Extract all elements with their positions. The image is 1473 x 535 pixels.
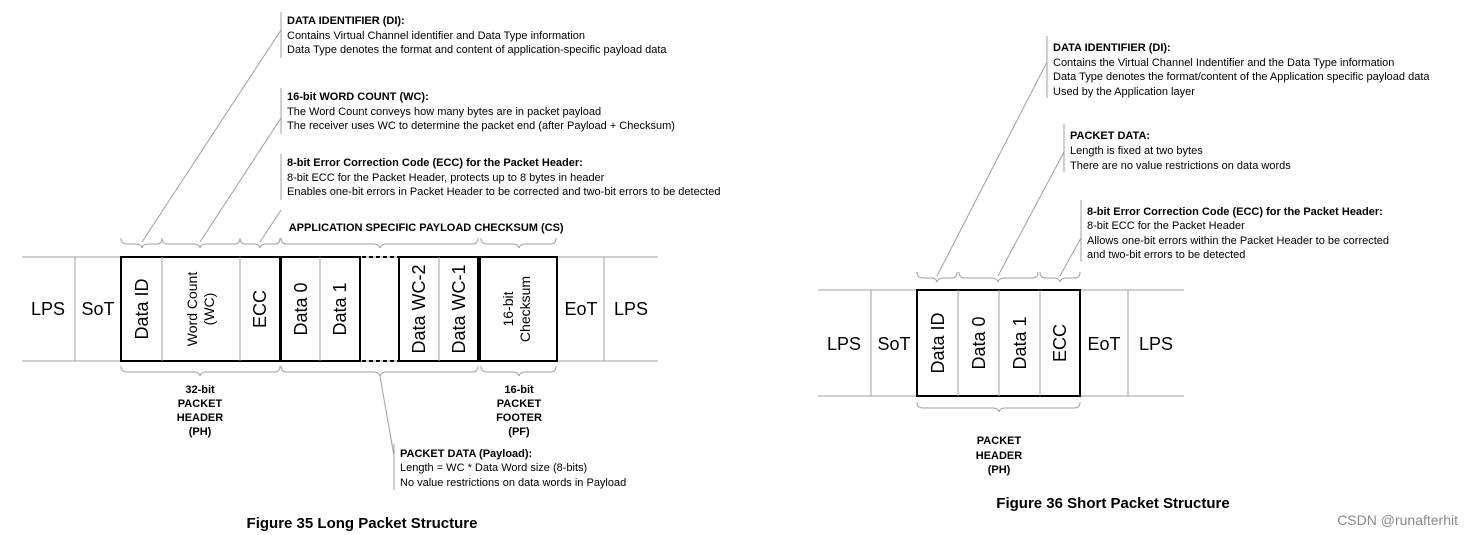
short-di-title: DATA IDENTIFIER (DI): — [1053, 42, 1171, 54]
short-di-leader — [936, 61, 1048, 277]
svg-text:Length is fixed at two bytes: Length is fixed at two bytes — [1070, 145, 1203, 157]
svg-text:Contains Virtual Channel ident: Contains Virtual Channel identifier and … — [287, 30, 585, 42]
short-pd-leader — [997, 151, 1065, 277]
svg-text:The Word Count conveys how man: The Word Count conveys how many bytes ar… — [287, 106, 601, 118]
svg-text:No value restrictions on data: No value restrictions on data words in P… — [400, 477, 626, 489]
long-di-title: DATA IDENTIFIER (DI): — [287, 15, 405, 27]
long-lps-right: LPS — [614, 299, 648, 319]
short-data0: Data 0 — [969, 316, 989, 369]
long-ecc: ECC — [250, 290, 270, 328]
long-packet-data-title: PACKET DATA (Payload): — [400, 448, 532, 460]
long-wc-leader — [199, 117, 282, 243]
svg-text:PACKET: PACKET — [497, 398, 542, 410]
short-sot: SoT — [877, 334, 910, 354]
svg-text:PACKET: PACKET — [178, 398, 223, 410]
short-packet: DATA IDENTIFIER (DI): Contains the Virtu… — [818, 36, 1430, 512]
long-wc-title: 16-bit WORD COUNT (WC): — [287, 91, 429, 103]
long-ecc-note: 8-bit Error Correction Code (ECC) for th… — [280, 154, 721, 200]
svg-text:Length = WC * Data Word size (: Length = WC * Data Word size (8-bits) — [400, 462, 587, 474]
long-di-note: DATA IDENTIFIER (DI): Contains Virtual C… — [280, 12, 667, 58]
long-packet-data-note: PACKET DATA (Payload): Length = WC * Dat… — [393, 444, 626, 490]
svg-text:HEADER: HEADER — [177, 412, 224, 424]
long-word-count: Word Count — [184, 272, 200, 347]
checksum-label: CHECKSUM (CS) — [474, 222, 564, 234]
svg-text:Contains the Virtual Channel I: Contains the Virtual Channel Indentifier… — [1053, 57, 1394, 69]
svg-text:There are no value restriction: There are no value restrictions on data … — [1070, 160, 1291, 172]
long-sot: SoT — [81, 299, 114, 319]
svg-text:Enables one-bit errors in Pack: Enables one-bit errors in Packet Header … — [287, 186, 721, 198]
short-eot: EoT — [1087, 334, 1120, 354]
long-lps-left: LPS — [31, 299, 65, 319]
svg-text:32-bit: 32-bit — [185, 384, 215, 396]
long-caption: Figure 35 Long Packet Structure — [247, 515, 478, 532]
short-ecc: ECC — [1050, 324, 1070, 362]
long-checksum: Checksum — [517, 276, 533, 342]
short-ecc-leader — [1059, 237, 1082, 277]
long-packet: DATA IDENTIFIER (DI): Contains Virtual C… — [22, 12, 721, 532]
svg-text:(PH): (PH) — [988, 464, 1011, 476]
svg-text:Data Type denotes the format a: Data Type denotes the format and content… — [287, 44, 667, 56]
short-ecc-note: 8-bit Error Correction Code (ECC) for th… — [1080, 200, 1389, 262]
long-wc-note: 16-bit WORD COUNT (WC): The Word Count c… — [280, 88, 675, 134]
payload-label: APPLICATION SPECIFIC PAYLOAD — [289, 222, 472, 234]
svg-text:8-bit ECC for the Packet Heade: 8-bit ECC for the Packet Header — [1087, 220, 1245, 232]
short-lps-left: LPS — [827, 334, 861, 354]
svg-text:(PF): (PF) — [508, 426, 530, 438]
short-data-id: Data ID — [928, 312, 948, 373]
svg-text:Data Type denotes the format/c: Data Type denotes the format/content of … — [1053, 71, 1430, 83]
svg-text:(PH): (PH) — [189, 426, 212, 438]
long-data-wc1: Data WC-1 — [449, 264, 469, 353]
long-data1: Data 1 — [330, 282, 350, 335]
svg-text:PACKET: PACKET — [977, 435, 1022, 447]
svg-text:The receiver uses WC to determ: The receiver uses WC to determine the pa… — [287, 120, 675, 132]
svg-text:8-bit ECC for the Packet Heade: 8-bit ECC for the Packet Header, protect… — [287, 172, 605, 184]
short-di-note: DATA IDENTIFIER (DI): Contains the Virtu… — [1046, 36, 1430, 98]
short-pd-note: PACKET DATA: Length is fixed at two byte… — [1063, 124, 1291, 172]
long-eot: EoT — [564, 299, 597, 319]
long-data-id: Data ID — [132, 278, 152, 339]
short-caption: Figure 36 Short Packet Structure — [996, 495, 1229, 512]
long-ecc-leader — [259, 209, 282, 243]
long-data-wc2: Data WC-2 — [409, 264, 429, 353]
long-word-count-abbr: (WC) — [201, 293, 217, 326]
long-payload-leader — [379, 375, 395, 457]
short-lps-right: LPS — [1139, 334, 1173, 354]
svg-text:16-bit: 16-bit — [504, 384, 534, 396]
svg-text:FOOTER: FOOTER — [496, 412, 542, 424]
long-di-leader — [141, 29, 282, 243]
long-ecc-title: 8-bit Error Correction Code (ECC) for th… — [287, 157, 583, 169]
svg-text:Allows one-bit errors within t: Allows one-bit errors within the Packet … — [1087, 235, 1389, 247]
watermark: CSDN @runafterhit — [1337, 512, 1458, 528]
svg-text:and two-bit errors to be detec: and two-bit errors to be detected — [1087, 249, 1245, 261]
short-ecc-title: 8-bit Error Correction Code (ECC) for th… — [1087, 206, 1383, 218]
long-data0: Data 0 — [291, 282, 311, 335]
svg-text:Used by the Application layer: Used by the Application layer — [1053, 86, 1195, 98]
short-data1: Data 1 — [1010, 316, 1030, 369]
svg-text:HEADER: HEADER — [976, 450, 1023, 462]
long-cs-bits: 16-bit — [500, 291, 516, 326]
short-pd-title: PACKET DATA: — [1070, 130, 1150, 142]
